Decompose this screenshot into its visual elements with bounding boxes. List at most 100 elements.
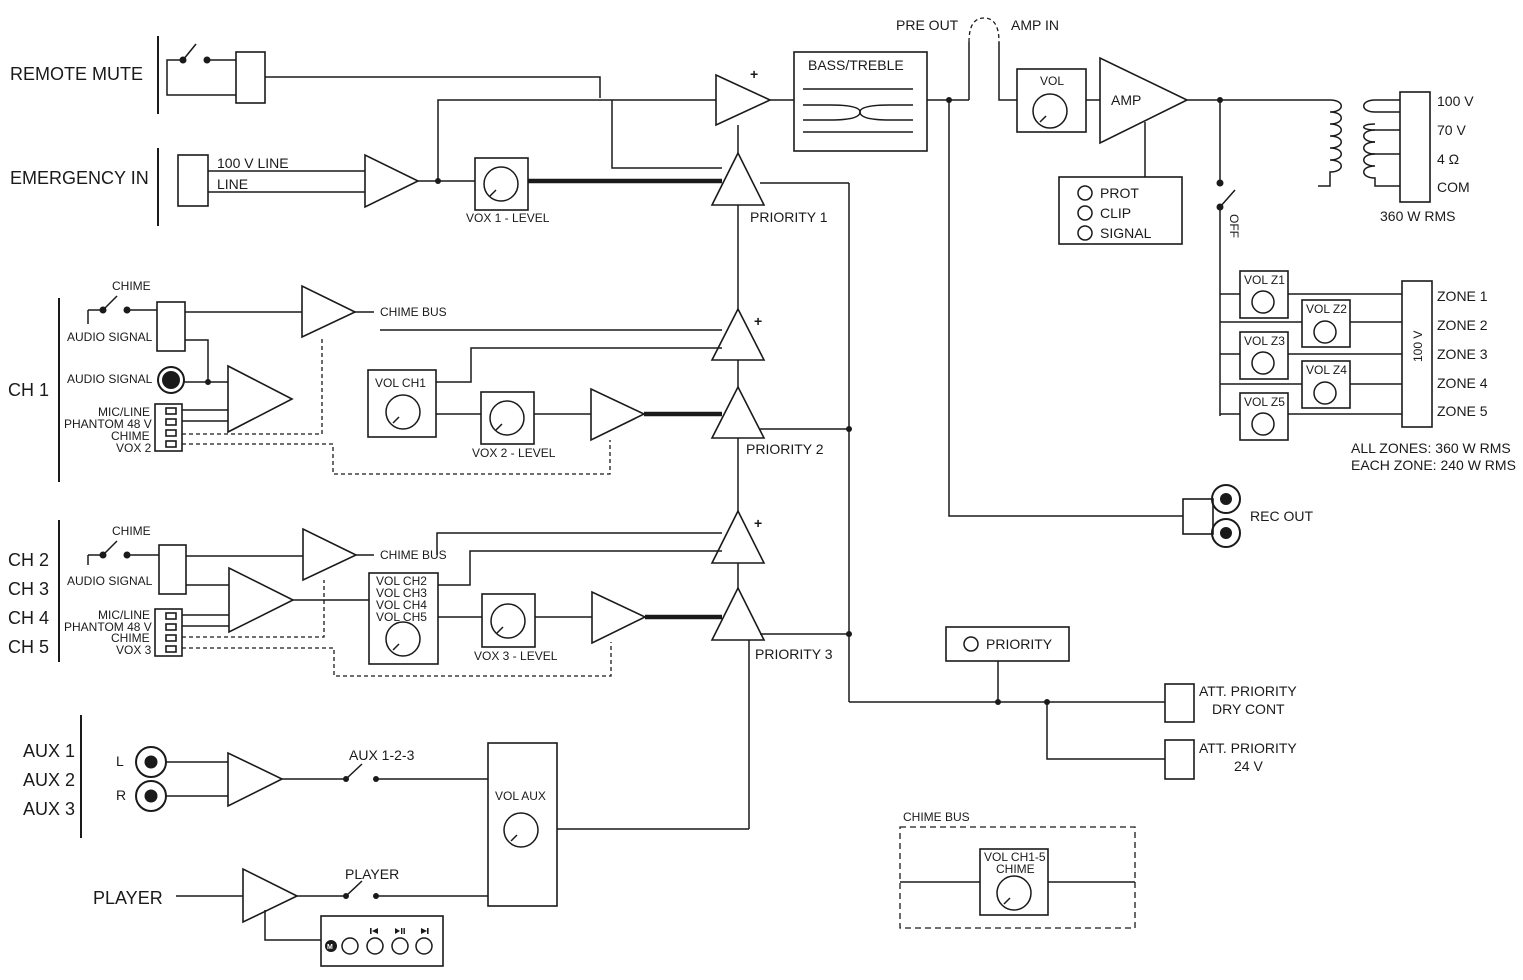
emergency-100v-line: 100 V LINE [217, 155, 289, 171]
vol-ch4: VOL CH4 [376, 598, 427, 612]
remote-mute-circuit [166, 43, 601, 104]
aux-switch-label: AUX 1-2-3 [349, 747, 415, 763]
tap-4ohm: 4 Ω [1437, 151, 1459, 167]
vol-ch25-box [368, 572, 439, 665]
chime-vol-line1: VOL CH1-5 [984, 850, 1046, 864]
vox1-knob-box [474, 157, 529, 211]
label-emergency-in: EMERGENCY IN [10, 168, 149, 188]
player-button-prev[interactable] [366, 937, 384, 955]
att-dry-line2: DRY CONT [1212, 701, 1285, 717]
led-signal: SIGNAL [1100, 225, 1152, 241]
zone-section: OFF VOL Z1 VOL Z2 VOL Z3 VOL Z4 VOL Z5 1… [1216, 100, 1516, 473]
ch25-audio-signal: AUDIO SIGNAL [67, 574, 153, 588]
aux-l: L [116, 753, 124, 769]
chime-vol-line2: CHIME [996, 862, 1035, 876]
ch1-audio-signal-2: AUDIO SIGNAL [67, 372, 153, 386]
player-circuit: PLAYER M [176, 866, 488, 967]
prev-icon [370, 928, 378, 934]
tap-com: COM [1437, 179, 1470, 195]
emergency-line: LINE [217, 176, 248, 192]
led-clip: CLIP [1100, 205, 1131, 221]
vol-z5-box [1239, 392, 1289, 441]
ch25-dip-mic: MIC/LINE [98, 608, 150, 622]
vox1-label: VOX 1 - LEVEL [466, 211, 550, 225]
input-labels: REMOTE MUTE EMERGENCY IN CH 1 CH 2 CH 3 … [8, 64, 163, 908]
vol-z5-label: VOL Z5 [1244, 395, 1285, 409]
ch1-dip-vox: VOX 2 [116, 441, 152, 455]
att-24-line1: ATT. PRIORITY [1199, 740, 1297, 756]
label-ch4: CH 4 [8, 608, 49, 628]
play-pause-icon [395, 928, 405, 934]
player-button-play[interactable] [391, 937, 409, 955]
zone-2: ZONE 2 [1437, 317, 1488, 333]
plus-ch1: + [754, 313, 762, 329]
ch1-circuit: CHIME AUDIO SIGNAL CHIME BUS AUDIO SIGNA… [64, 279, 722, 475]
vol-z3-box [1239, 331, 1289, 380]
player-switch-label: PLAYER [345, 866, 399, 882]
aux-circuit: L R AUX 1-2-3 VOL AUX [116, 742, 749, 907]
player-button-next[interactable] [415, 937, 433, 955]
ch25-dip-chime: CHIME [111, 631, 150, 645]
vol-ch3: VOL CH3 [376, 586, 427, 600]
priority-2: PRIORITY 2 [746, 441, 824, 457]
priority-led-label: PRIORITY [986, 636, 1053, 652]
ch25-dip-phantom: PHANTOM 48 V [64, 620, 152, 634]
output-rms: 360 W RMS [1380, 208, 1455, 224]
vol-z3-label: VOL Z3 [1244, 334, 1285, 348]
amp-in-label: AMP IN [1011, 17, 1059, 33]
vol-z2-box [1301, 299, 1351, 348]
label-ch3: CH 3 [8, 579, 49, 599]
ch1-audio-signal-1: AUDIO SIGNAL [67, 330, 153, 344]
output-transformer: 100 V 70 V 4 Ω COM 360 W RMS [1318, 91, 1474, 224]
mixer-and-tone: + BASS/TREBLE [611, 51, 969, 169]
player-m: M [327, 944, 333, 951]
tap-100v: 100 V [1437, 93, 1474, 109]
vol-ch5: VOL CH5 [376, 610, 427, 624]
zone-bus-label: 100 V [1411, 331, 1425, 362]
label-remote-mute: REMOTE MUTE [10, 64, 143, 84]
amp-label: AMP [1111, 92, 1141, 108]
vol-z1-label: VOL Z1 [1244, 273, 1285, 287]
master-vol-label: VOL [1040, 74, 1064, 88]
vol-z4-label: VOL Z4 [1306, 363, 1347, 377]
vox3-label: VOX 3 - LEVEL [474, 649, 558, 663]
master-vol-box [1016, 68, 1087, 133]
ch25-dip-vox: VOX 3 [116, 643, 152, 657]
zone-100v-bus [1401, 280, 1433, 428]
led-prot: PROT [1100, 185, 1139, 201]
vol-ch2: VOL CH2 [376, 574, 427, 588]
chime-bus-legend: CHIME BUS VOL CH1-5 CHIME [899, 810, 1136, 929]
next-icon [421, 928, 429, 934]
zone-3: ZONE 3 [1437, 346, 1488, 362]
ch25-circuit: CHIME AUDIO SIGNAL CHIME BUS MIC/LINE PH… [64, 524, 722, 677]
label-ch1: CH 1 [8, 380, 49, 400]
label-player: PLAYER [93, 888, 163, 908]
label-aux3: AUX 3 [23, 799, 75, 819]
ch1-chime: CHIME [112, 279, 151, 293]
ch1-dip-chime: CHIME [111, 429, 150, 443]
each-zone-rating: EACH ZONE: 240 W RMS [1351, 457, 1516, 473]
vox3-knob-box [481, 593, 536, 648]
off-label: OFF [1227, 214, 1241, 238]
vol-aux-box [487, 742, 558, 907]
ch1-dip-phantom: PHANTOM 48 V [64, 417, 152, 431]
bracket-bars [58, 36, 159, 838]
zone-5: ZONE 5 [1437, 403, 1488, 419]
aux-r: R [116, 787, 126, 803]
player-button-1[interactable] [341, 937, 359, 955]
pre-out-label: PRE OUT [896, 17, 959, 33]
vol-aux-label: VOL AUX [495, 789, 546, 803]
ch25-chime: CHIME [112, 524, 151, 538]
chime-vol-box [979, 848, 1049, 916]
rec-out: REC OUT [948, 100, 1313, 548]
tap-block [1399, 91, 1431, 203]
vol-ch1-label: VOL CH1 [375, 376, 426, 390]
label-aux1: AUX 1 [23, 741, 75, 761]
zone-1: ZONE 1 [1437, 288, 1488, 304]
att-24-line2: 24 V [1234, 758, 1263, 774]
ch1-dip-mic: MIC/LINE [98, 405, 150, 419]
att-dry-line1: ATT. PRIORITY [1199, 683, 1297, 699]
bass-treble-label: BASS/TREBLE [808, 57, 904, 73]
ch25-chime-bus: CHIME BUS [380, 548, 447, 562]
priority-led-box [945, 626, 1070, 662]
